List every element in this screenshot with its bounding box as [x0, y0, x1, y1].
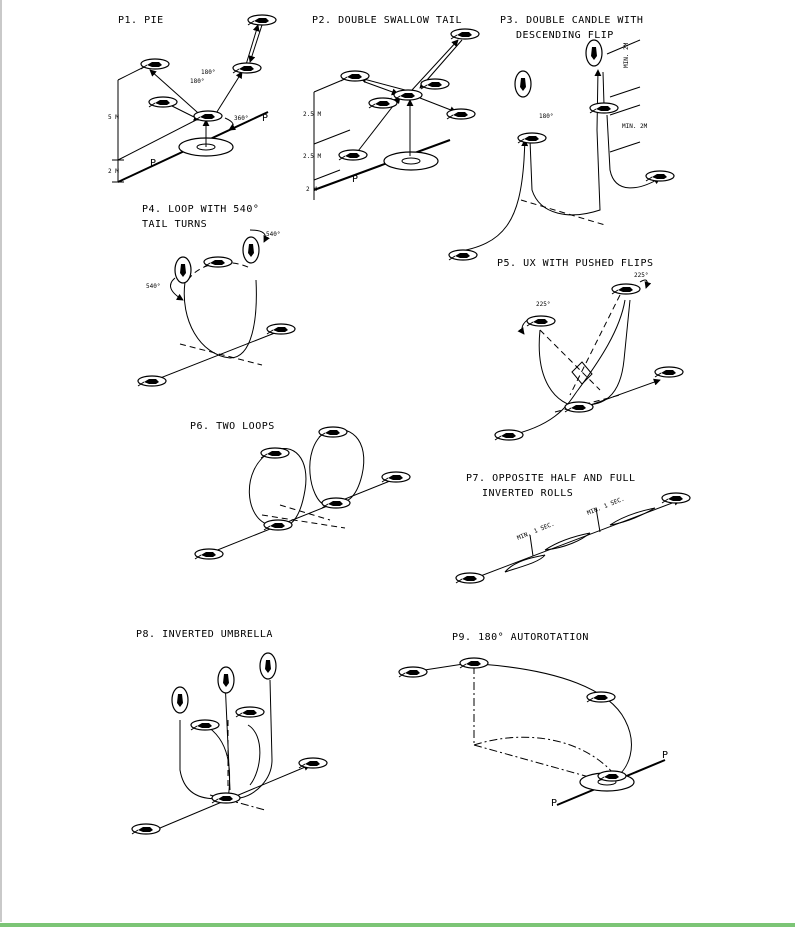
p1-title: P1. PIE — [118, 15, 164, 26]
p1-label-180b: 180° — [190, 78, 204, 85]
figure-p4-loop-540: P4. LOOP WITH 540° TAIL TURNS 540° 540° — [137, 204, 296, 387]
figure-p2-double-swallow-tail: P2. DOUBLE SWALLOW TAIL 2.5 M 2.5 — [303, 15, 480, 200]
p2-label-p: P — [352, 174, 359, 185]
p1-label-5m: 5 M — [108, 114, 119, 121]
p2-label-2m: 2 M — [306, 186, 317, 193]
p9-label-p-left: P — [551, 798, 558, 809]
figure-p5-ux-pushed-flips: P5. UX WITH PUSHED FLIPS 225° 225° — [494, 258, 684, 441]
p3-label-min2m-b: MIN. 2M — [622, 123, 648, 130]
p7-title-line1: P7. OPPOSITE HALF AND FULL — [466, 473, 636, 484]
p2-label-2-5m-a: 2.5 M — [303, 111, 321, 118]
figure-p1-pie: P1. PIE 180° 180° 360° — [108, 14, 277, 183]
p7-label-min1sec-b: MIN. 1 SEC. — [586, 495, 625, 516]
p4-label-540-right: 540° — [266, 231, 280, 238]
p1-label-180a: 180° — [201, 69, 215, 76]
figure-p6-two-loops: P6. TWO LOOPS — [190, 421, 411, 560]
figure-p3-double-candle: P3. DOUBLE CANDLE WITH DESCENDING FLIP M… — [448, 15, 675, 261]
p5-label-225-right: 225° — [634, 272, 648, 279]
p3-label-min2m-a: MIN. 2M — [623, 42, 630, 68]
p8-title: P8. INVERTED UMBRELLA — [136, 629, 273, 640]
figure-p8-inverted-umbrella: P8. INVERTED UMBRELLA — [131, 629, 328, 835]
p2-helipad — [383, 151, 439, 171]
p5-label-225-left: 225° — [536, 301, 550, 308]
figure-p9-autorotation: P9. 180° AUTOROTATION P P — [398, 632, 669, 809]
p5-title: P5. UX WITH PUSHED FLIPS — [497, 258, 654, 269]
bottom-accent-bar — [0, 923, 795, 927]
p7-label-min1sec-a: MIN. 1 SEC. — [516, 520, 555, 541]
p6-title: P6. TWO LOOPS — [190, 421, 275, 432]
p1-label-360: 360° — [234, 115, 248, 122]
p9-label-p-right: P — [662, 750, 669, 761]
p4-title-line1: P4. LOOP WITH 540° — [142, 204, 259, 215]
p9-title: P9. 180° AUTOROTATION — [452, 632, 589, 643]
p2-ground-line — [313, 139, 451, 191]
p3-title-line1: P3. DOUBLE CANDLE WITH — [500, 15, 643, 26]
p2-title: P2. DOUBLE SWALLOW TAIL — [312, 15, 462, 26]
figure-p7-inverted-rolls: P7. OPPOSITE HALF AND FULL INVERTED ROLL… — [455, 473, 691, 584]
p2-label-2-5m-b: 2.5 M — [303, 153, 321, 160]
p7-title-line2: INVERTED ROLLS — [482, 488, 573, 499]
left-border — [0, 0, 2, 922]
p4-label-540-left: 540° — [146, 283, 160, 290]
p1-label-2m: 2 M — [108, 168, 119, 175]
p1-label-p-right: P — [262, 113, 269, 124]
p4-title-line2: TAIL TURNS — [142, 219, 207, 230]
p1-label-p-left: P — [150, 158, 157, 169]
p3-title-line2: DESCENDING FLIP — [516, 30, 614, 41]
p3-label-180: 180° — [539, 113, 553, 120]
